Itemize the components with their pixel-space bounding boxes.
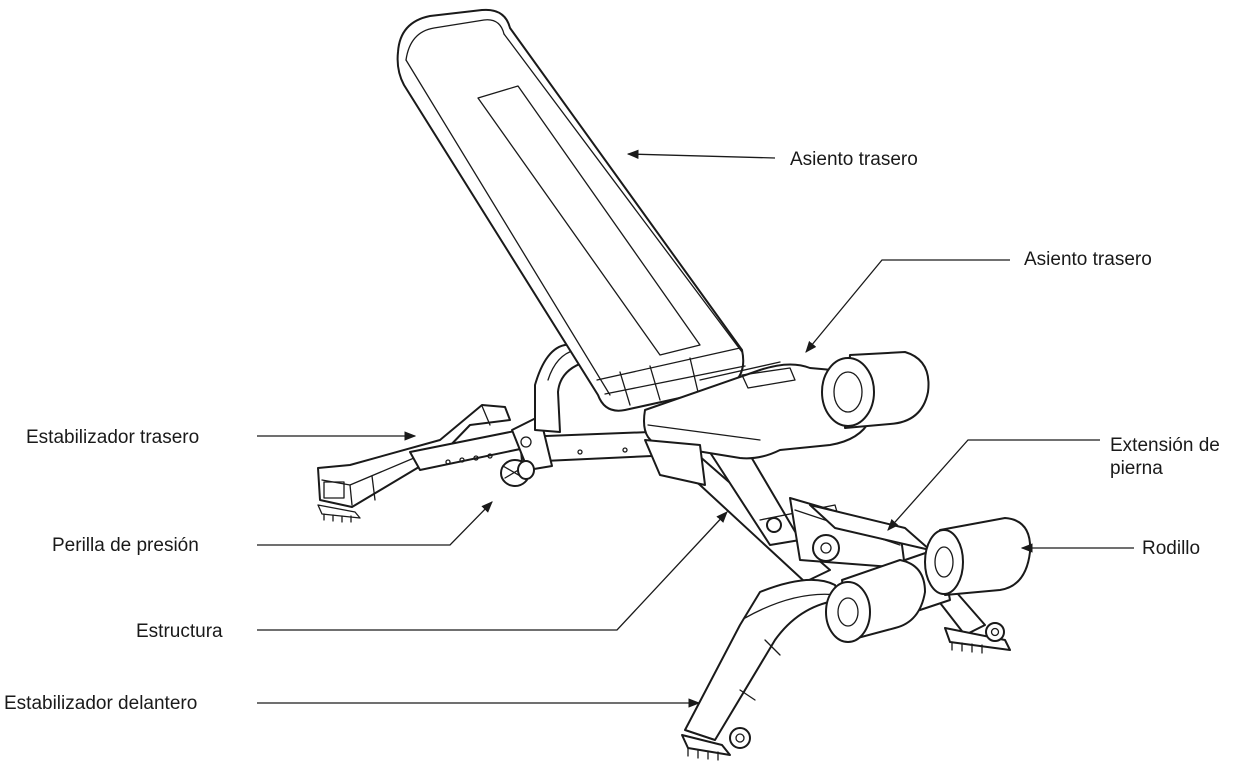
leader-pressure-knob: [257, 501, 493, 546]
label-leg-extension-line2: pierna: [1110, 458, 1163, 479]
leader-leg-extension: [887, 439, 1100, 531]
label-frame: Estructura: [136, 621, 223, 642]
leader-seat: [805, 259, 1010, 353]
seat-cushion: [643, 361, 881, 486]
label-back-seat: Asiento trasero: [790, 149, 918, 170]
label-rear-stabilizer: Estabilizador trasero: [26, 427, 200, 448]
back-cushion: [396, 8, 746, 412]
label-leg-extension: Extensión de pierna: [1110, 434, 1220, 480]
front-stabilizer: [681, 578, 841, 761]
rear-stabilizer: [317, 404, 511, 523]
label-leg-extension-line1: Extensión de: [1110, 435, 1220, 456]
leader-back-seat: [626, 149, 776, 159]
label-front-stabilizer: Estabilizador delantero: [4, 693, 198, 714]
leader-frame: [257, 511, 728, 631]
label-seat: Asiento trasero: [1024, 249, 1152, 270]
leader-lines: [257, 149, 1134, 708]
seat-front-roller: [821, 351, 930, 429]
pressure-knob: [500, 459, 535, 487]
label-pressure-knob: Perilla de presión: [52, 535, 199, 556]
label-roller: Rodillo: [1142, 538, 1201, 559]
